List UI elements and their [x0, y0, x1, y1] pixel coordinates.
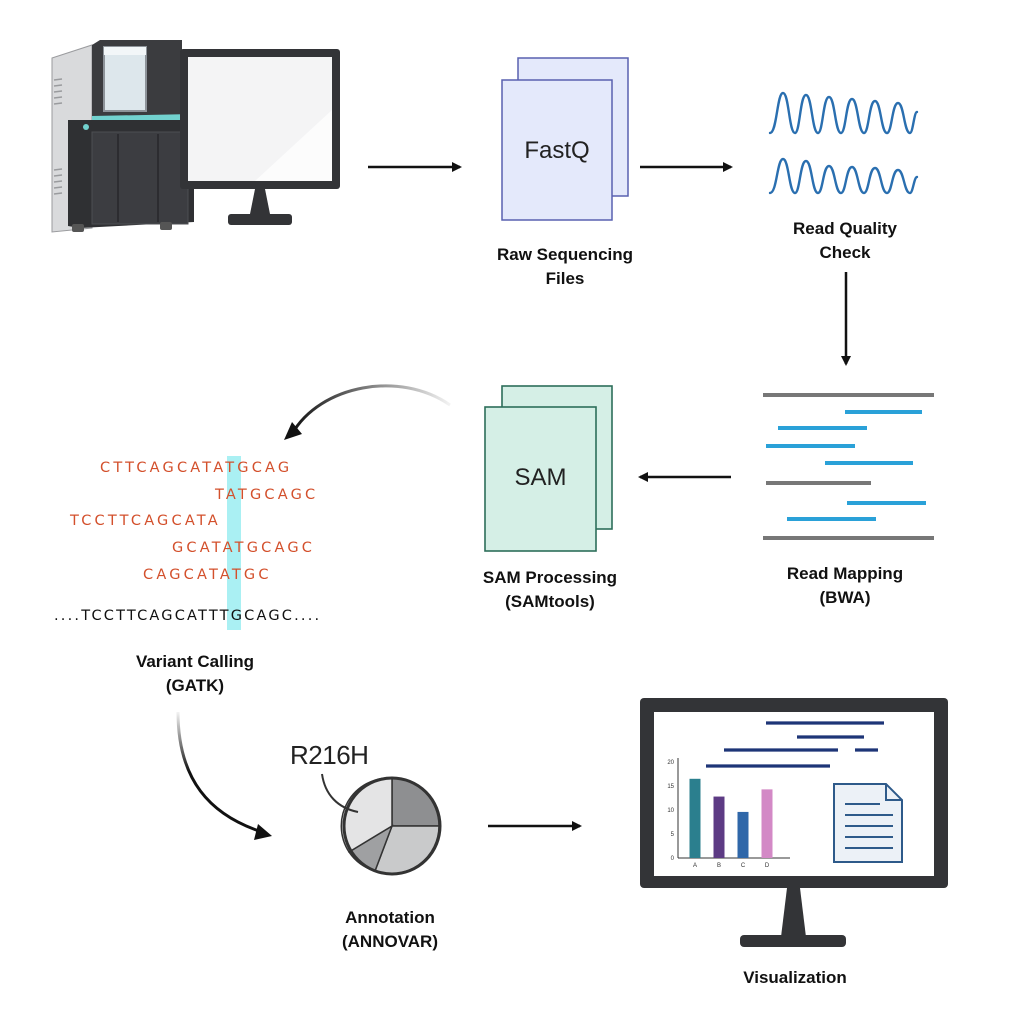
mini-chart-x-tick: B: [717, 863, 721, 869]
aligned-read: CTTCAGCATATGCAG: [100, 460, 293, 476]
fastq-file-icon: [501, 57, 629, 221]
fastq-file-label: FastQ: [524, 137, 590, 164]
mini-chart-y-tick: 20: [667, 760, 674, 766]
mini-chart-bar: [737, 811, 749, 858]
mini-bar-chart: 0 5 10 15 20A B C D: [667, 758, 790, 869]
reference-sequence: ....TCCTTCAGCATTTGCAGC....: [54, 608, 322, 624]
aligned-read: TATGCAGC: [215, 487, 319, 503]
visualization-monitor-icon: 0 5 10 15 20A B C D: [640, 698, 948, 947]
variant-highlight: [227, 456, 241, 630]
sam-file-label: SAM: [514, 464, 567, 491]
mini-chart-y-tick: 15: [667, 784, 674, 790]
annotation-pie-icon: [340, 776, 442, 876]
mini-chart-x-tick: D: [765, 863, 770, 869]
mini-chart-x-tick: A: [693, 863, 697, 869]
aligned-read: TCCTTCAGCATA: [70, 513, 221, 529]
mini-chart-y-tick: 0: [671, 856, 675, 862]
aligned-read: CAGCATATGC: [143, 567, 272, 583]
mini-chart-bar: [689, 778, 701, 858]
label-visualization: Visualization: [743, 968, 847, 987]
annotation-pointer: [321, 773, 359, 813]
document-icon: [833, 783, 903, 863]
monitor-icon: [180, 49, 340, 225]
mini-chart-y-tick: 5: [671, 832, 675, 838]
label-sam-processing: SAM Processing (SAMtools): [482, 568, 618, 611]
label-raw-sequencing-files: Raw Sequencing Files: [496, 245, 634, 288]
mini-chart-bar: [761, 789, 773, 858]
label-annotation: Annotation (ANNOVAR): [341, 908, 438, 951]
mutation-label: R216H: [290, 740, 369, 770]
arrow-variant-to-annotation: [176, 711, 263, 834]
quality-wave-icon: [768, 91, 919, 195]
label-read-mapping: Read Mapping (BWA): [786, 564, 904, 607]
read-mapping-icon: [763, 393, 934, 540]
aligned-read: GCATATGCAGC: [172, 540, 316, 556]
label-variant-calling: Variant Calling (GATK): [135, 652, 255, 695]
arrow-sam-to-variant: [290, 384, 451, 435]
sam-file-icon: [484, 385, 613, 552]
mini-chart-bar: [713, 796, 725, 858]
sequencer-icon: [51, 40, 194, 233]
mini-chart-x-tick: C: [741, 863, 746, 869]
label-read-quality-check: Read Quality Check: [793, 219, 897, 262]
mini-chart-y-tick: 10: [667, 808, 674, 814]
